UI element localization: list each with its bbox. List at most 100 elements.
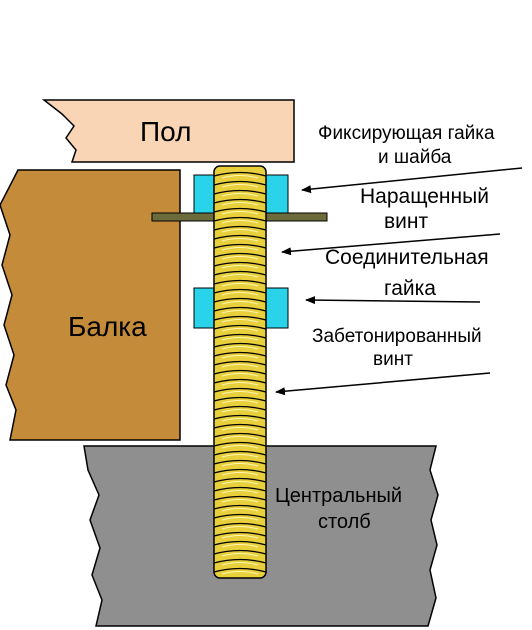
thread-ridge: [213, 423, 267, 429]
thread-ridge: [213, 540, 267, 546]
thread-ridge: [213, 342, 267, 348]
thread-ridge: [213, 279, 267, 285]
thread-ridge: [213, 351, 267, 357]
thread-highlight: [221, 175, 259, 179]
thread-highlight: [221, 427, 259, 431]
beam: [0, 169, 181, 441]
thread-ridge: [213, 531, 267, 537]
fixing-nut-label-line2: и шайба: [378, 147, 452, 168]
thread-highlight: [221, 256, 259, 260]
thread-ridge: [213, 360, 267, 366]
thread-highlight: [221, 202, 259, 206]
thread-highlight: [221, 499, 259, 503]
thread-highlight: [221, 193, 259, 197]
thread-highlight: [221, 490, 259, 494]
fixing-nut-label-line1: Фиксирующая гайка: [318, 123, 495, 144]
thread-ridge: [213, 378, 267, 384]
thread-ridge: [213, 306, 267, 312]
thread-ridge: [213, 567, 267, 573]
thread-highlight: [221, 436, 259, 440]
thread-highlight: [221, 553, 259, 557]
thread-ridge: [213, 333, 267, 339]
extended-screw-leader: [281, 233, 501, 256]
thread-ridge: [213, 549, 267, 555]
thread-ridge: [213, 468, 267, 474]
thread-highlight: [221, 292, 259, 296]
thread-highlight: [221, 364, 259, 368]
thread-ridge: [213, 432, 267, 438]
threaded-rod: [213, 165, 267, 579]
thread-highlight: [221, 409, 259, 413]
thread-ridge: [213, 387, 267, 393]
floor-label: Пол: [140, 116, 191, 147]
thread-highlight: [221, 283, 259, 287]
thread-ridge: [213, 513, 267, 519]
thread-highlight: [221, 265, 259, 269]
thread-ridge: [213, 414, 267, 420]
thread-highlight: [221, 184, 259, 188]
thread-ridge: [213, 459, 267, 465]
thread-highlight: [221, 544, 259, 548]
thread-ridge: [213, 243, 267, 249]
fixing-nut-leader: [301, 167, 523, 194]
coupling-nut-label-line1: Соединительная: [325, 246, 489, 269]
thread-ridge: [213, 441, 267, 447]
thread-highlight: [221, 454, 259, 458]
extended-screw-label-line1: Наращенный: [360, 185, 489, 208]
thread-ridge: [213, 396, 267, 402]
thread-ridge: [213, 288, 267, 294]
thread-highlight: [221, 373, 259, 377]
thread-highlight: [221, 382, 259, 386]
thread-highlight: [221, 310, 259, 314]
thread-ridge: [213, 486, 267, 492]
thread-ridge: [213, 324, 267, 330]
thread-ridge: [213, 252, 267, 258]
thread-highlight: [221, 526, 259, 530]
thread-highlight: [221, 481, 259, 485]
thread-highlight: [221, 229, 259, 233]
thread-highlight: [221, 301, 259, 305]
thread-ridge: [213, 297, 267, 303]
thread-ridge: [213, 261, 267, 267]
thread-ridge: [213, 504, 267, 510]
thread-highlight: [221, 535, 259, 539]
thread-ridge: [213, 171, 267, 177]
thread-highlight: [221, 445, 259, 449]
thread-ridge: [213, 270, 267, 276]
thread-ridge: [213, 369, 267, 375]
thread-highlight: [221, 472, 259, 476]
thread-highlight: [221, 463, 259, 467]
central-post-label-line2: столб: [318, 511, 371, 533]
thread-highlight: [221, 319, 259, 323]
thread-highlight: [221, 328, 259, 332]
extended-screw-label-line2: винт: [384, 210, 428, 233]
thread-highlight: [221, 211, 259, 215]
thread-highlight: [221, 220, 259, 224]
thread-highlight: [221, 508, 259, 512]
central-post-label-line1: Центральный: [275, 485, 402, 507]
thread-highlight: [221, 247, 259, 251]
thread-ridge: [213, 216, 267, 222]
rod-body: [213, 165, 267, 579]
thread-highlight: [221, 391, 259, 395]
thread-highlight: [221, 571, 259, 575]
thread-ridge: [213, 225, 267, 231]
thread-ridge: [213, 234, 267, 240]
thread-ridge: [213, 180, 267, 186]
beam-label: Балка: [68, 311, 147, 342]
thread-ridge: [213, 315, 267, 321]
thread-ridge: [213, 198, 267, 204]
thread-ridge: [213, 207, 267, 213]
concreted-screw-label-line1: Забетонированный: [312, 326, 482, 347]
thread-ridge: [213, 189, 267, 195]
thread-highlight: [221, 400, 259, 404]
thread-highlight: [221, 238, 259, 242]
concreted-screw-label-line2: винт: [373, 349, 413, 370]
thread-highlight: [221, 562, 259, 566]
thread-ridge: [213, 522, 267, 528]
floor-board: [41, 99, 295, 163]
thread-highlight: [221, 337, 259, 341]
thread-ridge: [213, 450, 267, 456]
thread-highlight: [221, 418, 259, 422]
